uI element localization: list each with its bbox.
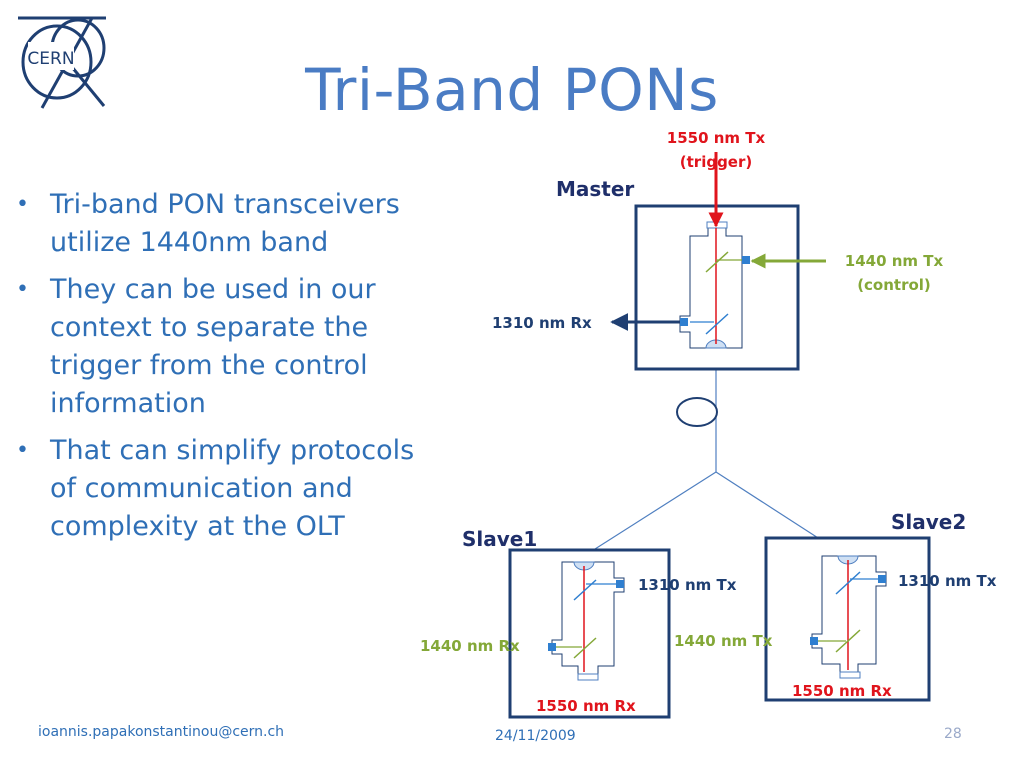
bullet-text: They can be used in our context to separ… (50, 274, 376, 419)
slave2-tx1440-label: 1440 nm Tx (674, 632, 773, 650)
fiber-tree (583, 348, 847, 557)
slave2-label: Slave2 (891, 510, 966, 534)
bullet-symbol: • (16, 277, 29, 302)
slave1-rx1550-label: 1550 nm Rx (536, 697, 636, 715)
footer-date: 24/11/2009 (495, 728, 576, 744)
bullet-item: • Tri-band PON transceivers utilize 1440n… (8, 186, 438, 262)
master-rx-label: 1310 nm Rx (492, 314, 592, 332)
bullet-text: That can simplify protocols of communica… (50, 435, 415, 542)
slave1-rx1440-label: 1440 nm Rx (420, 637, 520, 655)
bullet-item: • That can simplify protocols of communic… (8, 432, 438, 546)
master-control-label-2: (control) (857, 276, 931, 294)
slave1-tx1310-label: 1310 nm Tx (638, 576, 737, 594)
slave2-rx1550-label: 1550 nm Rx (792, 682, 892, 700)
cern-logo: CERN (18, 16, 106, 109)
slave2-transceiver (764, 536, 931, 702)
master-transceiver (634, 204, 800, 371)
bullet-symbol: • (16, 438, 29, 463)
fiber-coil (676, 397, 718, 427)
slave1-label: Slave1 (462, 527, 537, 551)
cern-logo-text: CERN (27, 49, 74, 69)
slave1-transceiver (508, 548, 671, 719)
slave2-tx1310-label: 1310 nm Tx (898, 572, 997, 590)
footer-page-number: 28 (944, 726, 962, 742)
footer-email: ioannis.papakonstantinou@cern.ch (38, 724, 285, 740)
bullet-list: • Tri-band PON transceivers utilize 1440n… (8, 186, 438, 555)
master-control-label-1: 1440 nm Tx (845, 252, 944, 270)
master-trigger-label-2: (trigger) (680, 153, 752, 171)
bullet-symbol: • (16, 192, 29, 217)
master-label: Master (556, 177, 634, 201)
bullet-text: Tri-band PON transceivers utilize 1440nm… (50, 189, 400, 258)
master-trigger-label-1: 1550 nm Tx (667, 129, 766, 147)
bullet-item: • They can be used in our context to sepa… (8, 271, 438, 423)
slide-title: Tri-Band PONs (305, 56, 719, 124)
